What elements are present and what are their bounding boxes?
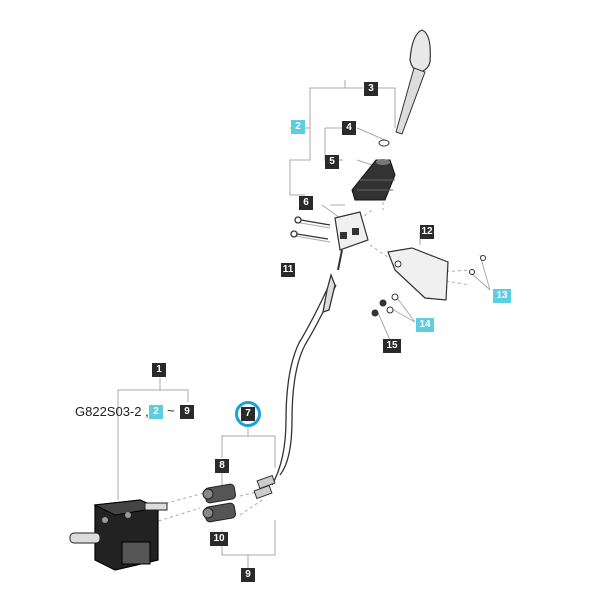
callout-1[interactable]: 1	[152, 363, 166, 377]
highlight-ring	[235, 401, 261, 427]
callout-8[interactable]: 8	[215, 459, 229, 473]
callout-3[interactable]: 3	[364, 82, 378, 96]
callout-7[interactable]: 7	[241, 407, 255, 421]
control-cable-drawing	[271, 272, 337, 486]
boot-drawing	[351, 159, 396, 201]
lever-housing-drawing	[334, 211, 369, 271]
callout-12[interactable]: 12	[420, 225, 434, 239]
o-ring-drawing	[378, 139, 390, 147]
callout-2[interactable]: 2	[291, 120, 305, 134]
fasteners-drawing	[371, 255, 486, 317]
reference-range-from: 2	[149, 405, 163, 419]
callout-15[interactable]: 15	[383, 339, 401, 353]
callout-5[interactable]: 5	[325, 155, 339, 169]
callout-6[interactable]: 6	[299, 196, 313, 210]
reference-tilde: ~	[167, 403, 175, 418]
valve-assembly-drawing	[69, 499, 168, 571]
reference-range-to: 9	[180, 405, 194, 419]
bolts-drawing	[290, 216, 331, 240]
reference-code: G822S03-2 ,	[75, 404, 149, 419]
adaptors-drawing	[202, 483, 237, 523]
callout-10[interactable]: 10	[210, 532, 228, 546]
bracket-drawing	[387, 247, 449, 301]
cable-end-fittings-drawing	[253, 474, 276, 500]
callout-9[interactable]: 9	[241, 568, 255, 582]
callout-4[interactable]: 4	[342, 121, 356, 135]
shift-lever-drawing	[395, 29, 431, 135]
leader-lines	[117, 80, 491, 568]
callout-14[interactable]: 14	[416, 318, 434, 332]
callout-13[interactable]: 13	[493, 289, 511, 303]
callout-11[interactable]: 11	[281, 263, 295, 277]
